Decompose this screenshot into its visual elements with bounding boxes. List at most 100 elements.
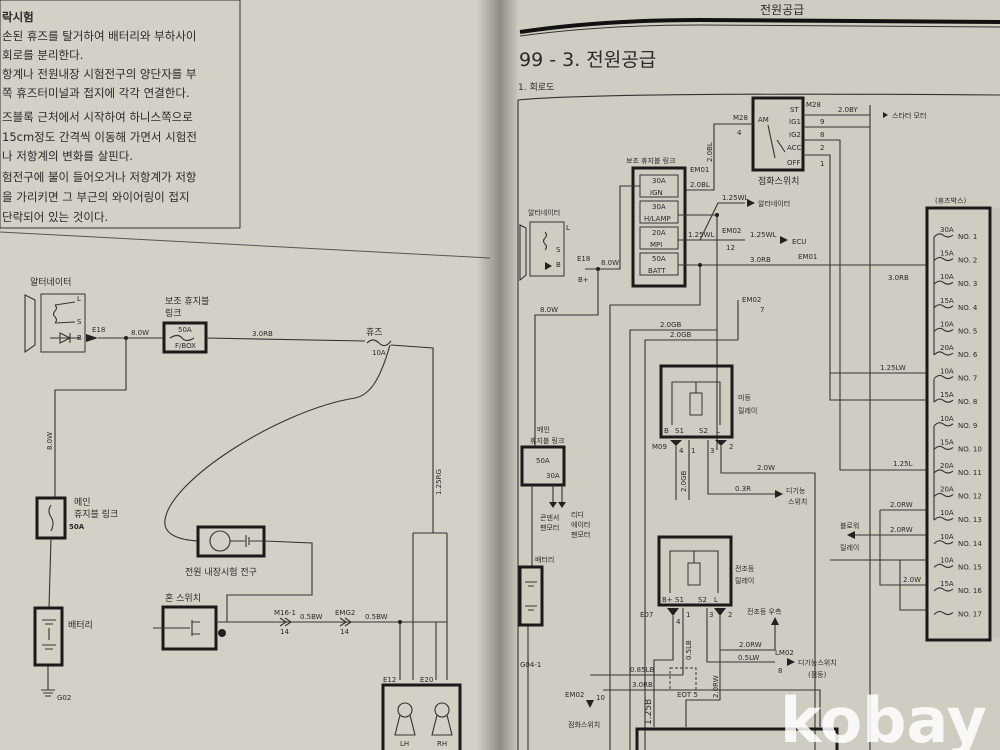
load-label: 에이터: [571, 520, 590, 529]
wire-label: 1.25WL: [688, 231, 715, 239]
fuse-label: 휴즈: [366, 327, 383, 338]
text-line: 쪽 휴즈터미널과 접지에 각각 연결한다.: [2, 86, 190, 100]
fuse-icon: [933, 492, 954, 498]
battery-label: 배터리: [68, 620, 93, 631]
connector-label: E18: [577, 255, 590, 263]
ground-label: G02: [57, 694, 71, 702]
fuse-icon: [933, 422, 954, 427]
alternator-label: 알터네이터: [30, 277, 71, 288]
pin-label: 14: [280, 628, 289, 636]
pin-label: 1: [820, 160, 824, 168]
fuse-number: NO. 9: [958, 422, 977, 430]
ground-label: G04-1: [520, 661, 541, 669]
term-label: IG1: [789, 118, 801, 126]
main-fuse-link-label: 휴지블 링크: [74, 508, 118, 520]
term-label: S1: [675, 596, 684, 604]
fuse-number: NO. 8: [958, 398, 977, 406]
fuse-number: NO. 3: [958, 280, 977, 288]
connector-label: EMG2: [335, 609, 355, 617]
wire-label: 0.85LB: [630, 666, 654, 674]
connector-label: E12: [383, 676, 396, 684]
wire-label: 0.5LW: [738, 654, 759, 662]
fuse-rating: 15A: [940, 391, 954, 399]
connector-icon: [339, 617, 352, 627]
connector-label: EM02: [742, 296, 761, 304]
ecu-label: ECU: [792, 238, 806, 246]
connector-icon: [86, 334, 98, 342]
connector-label: EM02: [722, 227, 741, 235]
term-label: S2: [698, 596, 707, 604]
fuse-number: NO. 12: [958, 493, 982, 501]
fuse-number: NO. 15: [958, 563, 982, 571]
dimmer-switch-label: 디기능: [786, 486, 806, 495]
term-label: L: [77, 295, 81, 303]
fuse-rating: 10A: [940, 368, 954, 376]
connector-icon: [670, 440, 727, 446]
diagram-border: [0, 231, 491, 259]
fuse-icon: [933, 445, 954, 450]
rh-label: RH: [437, 740, 447, 748]
text-line: 을 가리키면 그 부근의 와이어링이 접지: [2, 190, 190, 204]
left-wiring-diagram: 알터네이터 L S B E18 8.0W 보조 휴지블 링크 50A F/BOX…: [24, 277, 462, 750]
dimmer-switch-label: 디기능스위치: [798, 658, 837, 667]
fuse-icon: [933, 610, 954, 616]
fuse-icon: [169, 334, 195, 342]
headlamp-relay-label: 릴레이: [735, 576, 754, 585]
blower-relay-label: 블로워: [840, 521, 859, 530]
wire-label: 1.25B: [644, 699, 654, 725]
term-label: L: [566, 224, 570, 232]
fuse-icon: [366, 339, 392, 347]
pin-label: 2: [729, 443, 733, 451]
lh-label: LH: [400, 740, 409, 748]
fuse-icon: [48, 504, 54, 532]
wire-label: 0.3R: [735, 485, 751, 493]
fuse-box-label: (휴즈박스): [935, 196, 966, 205]
term-label: OFF: [787, 159, 801, 167]
pin-label: 10: [596, 694, 605, 702]
right-wiring-diagram: AM ST IG1 IG2 ACC OFF 점화스위치 M28 M28 4 9 …: [518, 96, 1000, 750]
connector-label: M28: [733, 114, 748, 122]
text-line: 회로를 분리한다.: [2, 48, 83, 62]
connector-label: EM01: [798, 253, 817, 261]
pin-label: 12: [726, 244, 735, 252]
fuse-rating: 10A: [940, 556, 954, 564]
wire-label: 2.0RW: [890, 501, 913, 509]
starter-motor-label: 스타터 모터: [892, 111, 926, 120]
battery-icon: [525, 581, 537, 611]
main-fuse-link-label: 메인: [537, 425, 550, 434]
battery-box: [33, 606, 64, 667]
pin-label: 3: [709, 611, 713, 619]
connector-label: EOT 5: [677, 691, 698, 699]
main-fuse-link-label: 메인: [74, 497, 91, 508]
aux-fuse-link-label: 링크: [165, 307, 182, 319]
wire-label: 0.5BW: [365, 613, 388, 621]
fuse-icon: [933, 398, 954, 403]
fuse-rating: 15A: [940, 580, 954, 588]
term-label: IG2: [789, 131, 801, 139]
fuse-entry: NO. 17: [933, 610, 982, 619]
ignition-switch-box: [751, 96, 805, 172]
term-label: B+: [578, 276, 589, 284]
fuse-number: NO. 10: [958, 445, 982, 453]
headlamp-relay-box: [657, 535, 733, 607]
eot5-connector: [669, 667, 697, 691]
horn-button-icon: [153, 620, 200, 636]
pin-label: 8: [778, 667, 782, 675]
arrow-icon: [549, 502, 566, 508]
wire-label: 3.0RB: [632, 681, 653, 689]
svg-text:30A: 30A: [652, 203, 666, 211]
horn-unit-box: [381, 683, 462, 750]
diagram-frame: [517, 93, 1000, 750]
term-label: AM: [758, 116, 769, 124]
battery-box: [518, 565, 544, 627]
next-column-text: [992, 208, 1000, 638]
term-label: S: [556, 246, 561, 254]
fuse-rating: 15A: [940, 250, 954, 258]
headlamp-relay-label: 전조등: [735, 564, 755, 573]
aux-fuse-link-box: [162, 321, 208, 354]
wire-label: 2.0BL: [690, 181, 710, 189]
wire-label: 2.0RW: [739, 641, 762, 649]
